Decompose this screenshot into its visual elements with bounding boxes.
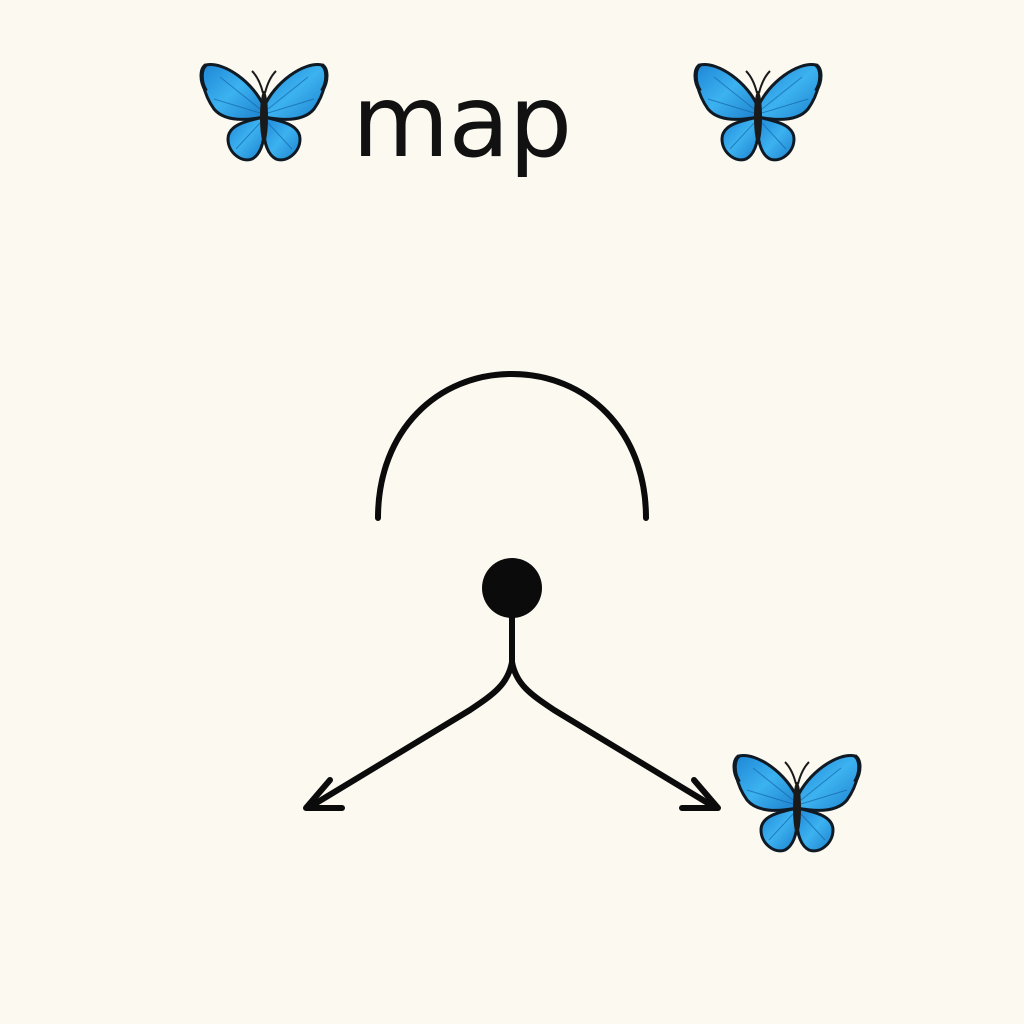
right-arrowhead	[679, 777, 721, 811]
arc	[375, 370, 649, 521]
left-arrow	[305, 659, 515, 811]
source-dot	[482, 558, 542, 618]
page-title: map	[352, 63, 572, 180]
left-arrowhead	[303, 777, 345, 811]
right-arrow	[509, 659, 719, 811]
